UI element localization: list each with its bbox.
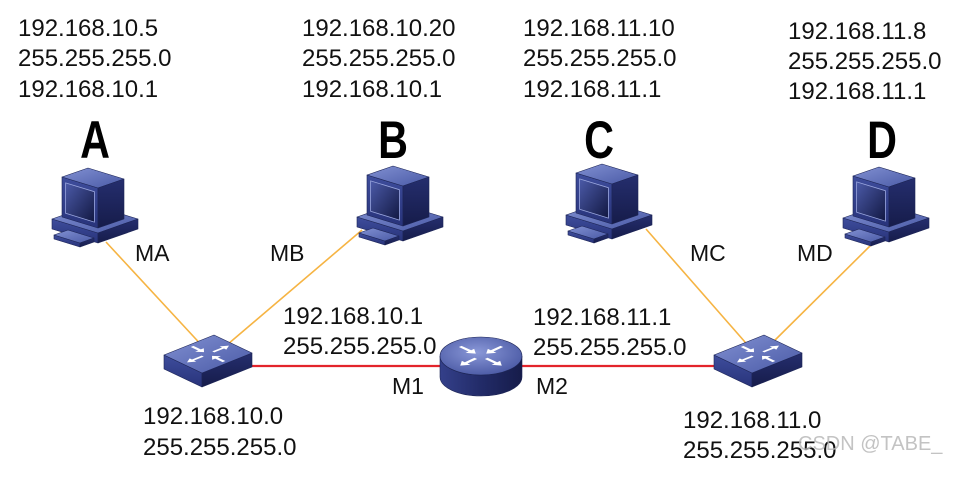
host-d-ip: 192.168.11.8 xyxy=(788,18,926,45)
host-a-letter: A xyxy=(80,111,110,170)
host-c-computer-icon xyxy=(565,163,653,244)
link-line-md xyxy=(764,243,873,351)
host-c-letter: C xyxy=(584,111,614,170)
router-port-m1-mask: 255.255.255.0 xyxy=(283,333,436,360)
host-b-letter: B xyxy=(378,111,408,170)
links xyxy=(105,228,873,368)
router-port-m2-mask: 255.255.255.0 xyxy=(533,334,686,361)
host-b-computer-icon xyxy=(356,165,444,246)
host-b-mask: 255.255.255.0 xyxy=(302,45,455,72)
link-line-mb xyxy=(220,229,363,351)
host-c-config: 192.168.11.10 255.255.255.0 192.168.11.1 xyxy=(523,15,676,103)
watermark: CSDN @TABE_ xyxy=(798,433,943,455)
host-c-ip: 192.168.11.10 xyxy=(523,15,675,42)
host-c-mask: 255.255.255.0 xyxy=(523,45,676,72)
network-left: 192.168.10.0 255.255.255.0 xyxy=(143,403,296,461)
host-a-gateway: 192.168.10.1 xyxy=(18,76,158,103)
host-d-config: 192.168.11.8 255.255.255.0 192.168.11.1 xyxy=(788,18,941,105)
host-a-config: 192.168.10.5 255.255.255.0 192.168.10.1 xyxy=(18,15,171,103)
link-label-mc: MC xyxy=(690,240,726,266)
host-d-gateway: 192.168.11.1 xyxy=(788,78,926,105)
host-d-computer-icon xyxy=(842,166,930,247)
network-left-address: 192.168.10.0 xyxy=(143,403,283,430)
host-c-gateway: 192.168.11.1 xyxy=(523,76,661,103)
right-switch-icon xyxy=(714,335,802,387)
host-a-ip: 192.168.10.5 xyxy=(18,15,158,42)
host-b-config: 192.168.10.20 255.255.255.0 192.168.10.1 xyxy=(302,15,455,103)
network-right-address: 192.168.11.0 xyxy=(683,407,821,434)
link-label-md: MD xyxy=(797,240,833,266)
host-b-gateway: 192.168.10.1 xyxy=(302,76,442,103)
host-a-computer-icon xyxy=(51,167,139,248)
router-icon xyxy=(439,336,523,397)
host-b-ip: 192.168.10.20 xyxy=(302,15,455,42)
network-right-mask: 255.255.255.0 xyxy=(683,437,836,464)
host-d-mask: 255.255.255.0 xyxy=(788,48,941,75)
router-port-m2: 192.168.11.1 255.255.255.0 M2 xyxy=(533,304,686,399)
router-port-m2-ip: 192.168.11.1 xyxy=(533,304,671,331)
link-line-ma xyxy=(105,241,207,351)
network-left-mask: 255.255.255.0 xyxy=(143,434,296,461)
link-label-ma: MA xyxy=(135,240,170,266)
router-port-m2-label: M2 xyxy=(536,373,568,399)
left-switch-icon xyxy=(164,335,252,387)
host-d-letter: D xyxy=(867,111,897,170)
router-port-m1-ip: 192.168.10.1 xyxy=(283,303,423,330)
router-port-m1: 192.168.10.1 255.255.255.0 M1 xyxy=(283,303,436,399)
host-a-mask: 255.255.255.0 xyxy=(18,45,171,72)
router-port-m1-label: M1 xyxy=(392,373,424,399)
network-right: 192.168.11.0 255.255.255.0 xyxy=(683,407,836,464)
link-line-mc xyxy=(645,228,753,351)
link-label-mb: MB xyxy=(270,240,305,266)
